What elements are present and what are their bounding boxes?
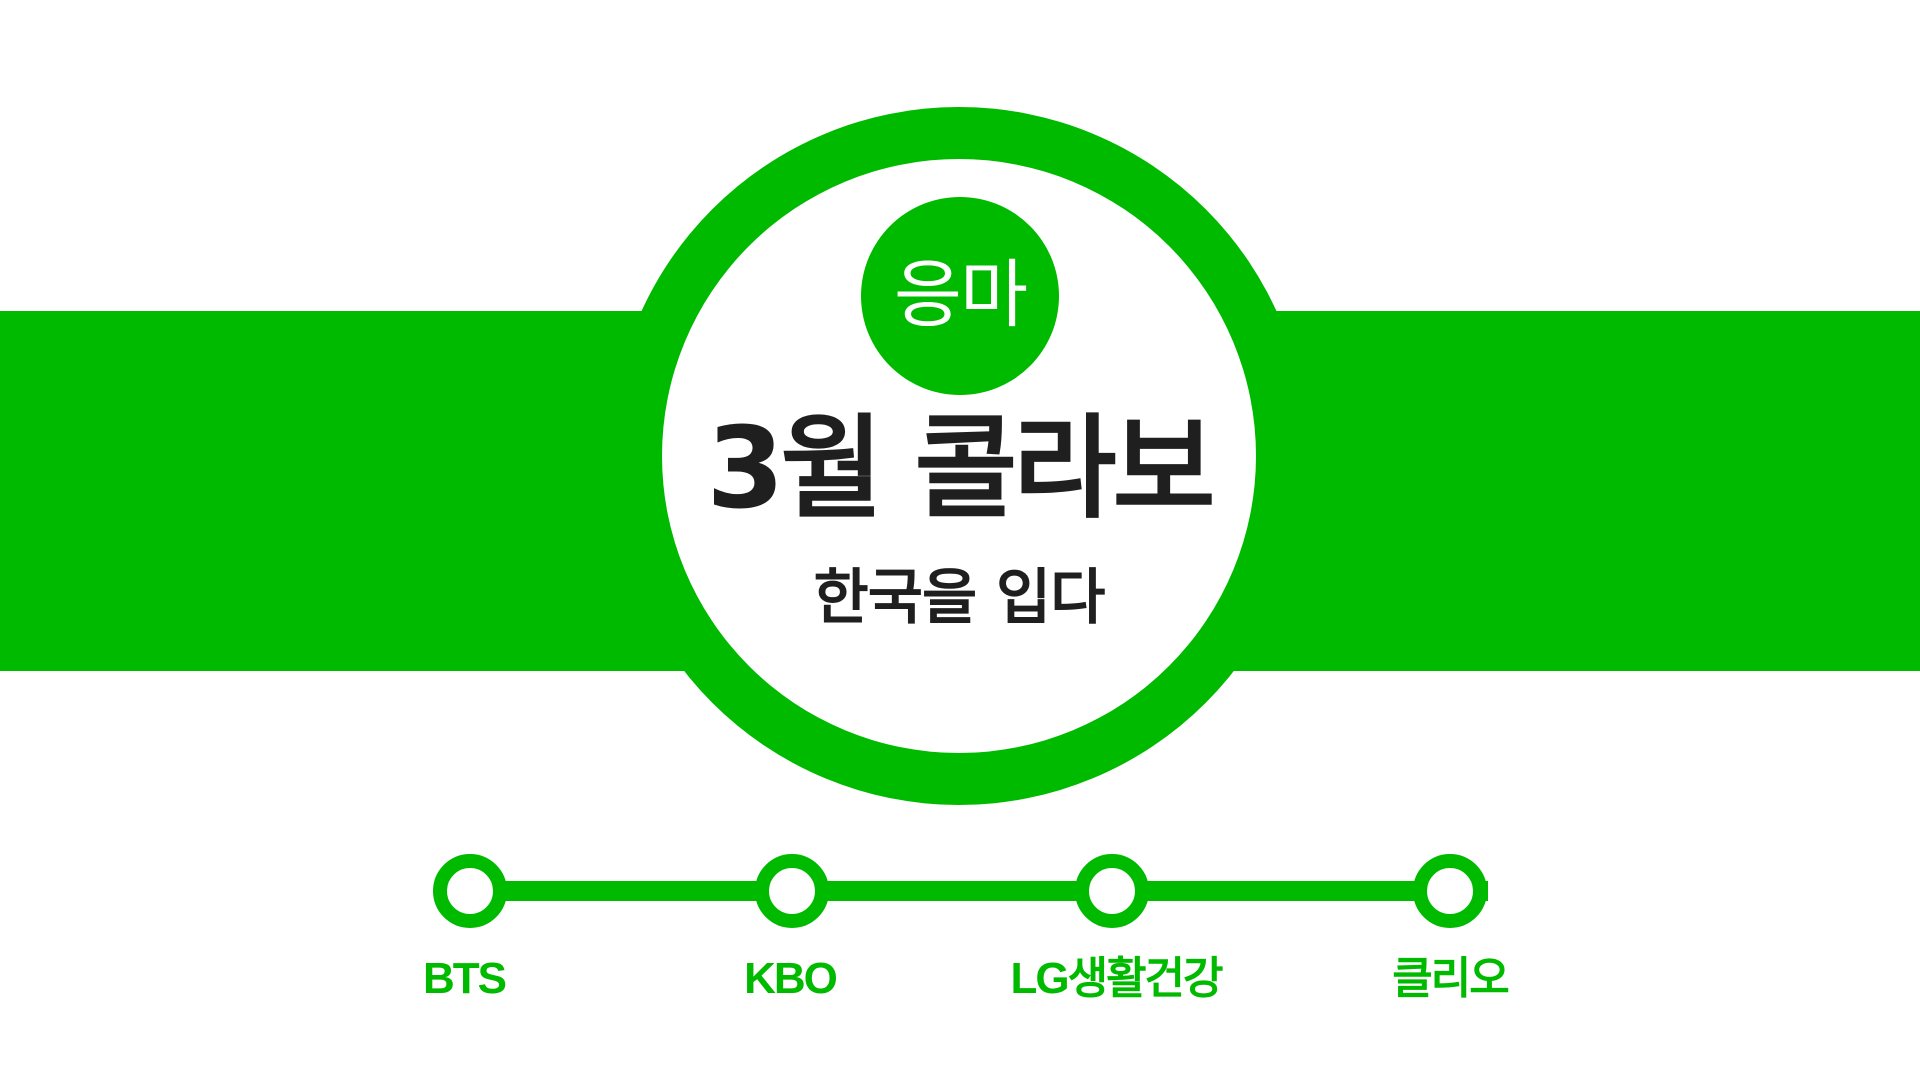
timeline-label-bts[interactable]: BTS (423, 954, 507, 1003)
timeline-node-bts[interactable] (433, 854, 507, 928)
timeline-label-lg[interactable]: LG생활건강 (1010, 954, 1223, 1003)
channel-badge-label: 응마 (893, 252, 1028, 338)
page-title: 3월 콜라보 (706, 404, 1215, 534)
timeline-node-clio[interactable] (1413, 854, 1487, 928)
timeline-label-clio[interactable]: 클리오 (1392, 954, 1509, 1003)
timeline-line (470, 881, 1488, 901)
timeline-node-lg[interactable] (1075, 854, 1149, 928)
channel-badge: 응마 (861, 197, 1059, 395)
timeline-end-clip (1488, 840, 1528, 950)
timeline-node-kbo[interactable] (755, 854, 829, 928)
timeline-label-kbo[interactable]: KBO (744, 954, 838, 1003)
page-subtitle: 한국을 입다 (813, 563, 1106, 633)
